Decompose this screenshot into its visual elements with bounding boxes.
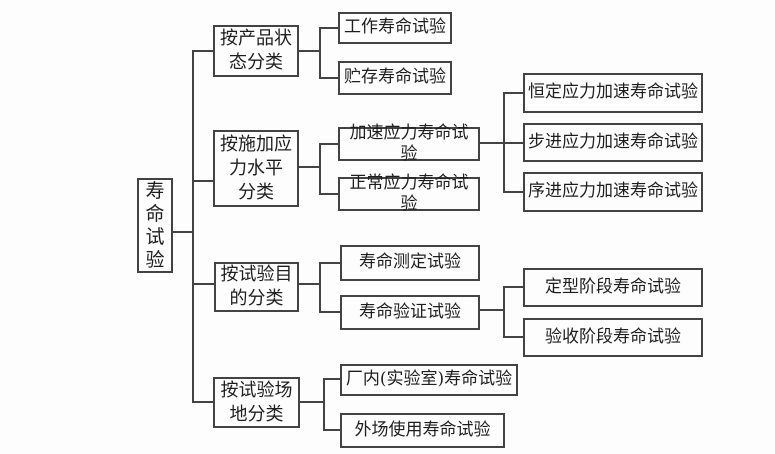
connector-line bbox=[320, 77, 338, 79]
connector-line bbox=[320, 143, 338, 145]
connector-line bbox=[324, 429, 340, 431]
connector-line bbox=[299, 166, 320, 168]
node-design-finalization-stage-test: 定型阶段寿命试验 bbox=[523, 268, 703, 307]
node-accelerated-stress-test: 加速应力寿命试验 bbox=[338, 123, 480, 164]
connector-line bbox=[299, 50, 320, 52]
connector-line bbox=[320, 27, 338, 29]
connector-line bbox=[503, 286, 505, 338]
connector-line bbox=[193, 180, 213, 182]
node-constant-stress-accelerated-test: 恒定应力加速寿命试验 bbox=[523, 73, 703, 113]
node-work-life-test: 工作寿命试验 bbox=[338, 12, 452, 44]
connector-line bbox=[320, 311, 340, 313]
node-root-life-test: 寿 命 试 验 bbox=[137, 178, 173, 273]
node-progressive-stress-accelerated-test: 序进应力加速寿命试验 bbox=[523, 172, 703, 212]
node-field-use-life-test: 外场使用寿命试验 bbox=[340, 413, 505, 448]
connector-line bbox=[193, 401, 213, 403]
connector-line bbox=[324, 378, 340, 380]
connector-line bbox=[319, 143, 321, 195]
node-storage-life-test: 贮存寿命试验 bbox=[338, 61, 452, 95]
connector-line bbox=[320, 193, 338, 195]
connector-line bbox=[504, 142, 523, 144]
connector-line bbox=[173, 231, 193, 233]
node-by-product-state: 按产品状 态分类 bbox=[213, 25, 299, 77]
connector-line bbox=[300, 401, 324, 403]
connector-line bbox=[480, 142, 504, 144]
node-normal-stress-test: 正常应力寿命试验 bbox=[338, 173, 480, 214]
connector-line bbox=[193, 283, 214, 285]
node-life-measurement-test: 寿命测定试验 bbox=[340, 245, 480, 281]
node-step-stress-accelerated-test: 步进应力加速寿命试验 bbox=[523, 123, 703, 162]
node-by-test-purpose: 按试验目 的分类 bbox=[214, 262, 299, 312]
node-by-stress-level: 按施加应 力水平 分类 bbox=[213, 130, 299, 207]
connector-line bbox=[504, 191, 523, 193]
connector-line bbox=[504, 336, 523, 338]
node-by-test-site: 按试验场 地分类 bbox=[213, 377, 300, 428]
connector-line bbox=[193, 50, 213, 52]
connector-line bbox=[480, 309, 504, 311]
connector-line bbox=[320, 262, 340, 264]
node-factory-lab-life-test: 厂内(实验室)寿命试验 bbox=[340, 364, 518, 396]
connector-line bbox=[504, 286, 523, 288]
connector-line bbox=[319, 27, 321, 79]
connector-line bbox=[192, 50, 194, 403]
connector-line bbox=[504, 92, 523, 94]
node-acceptance-stage-test: 验收阶段寿命试验 bbox=[523, 318, 703, 357]
connector-line bbox=[319, 262, 321, 313]
node-life-verification-test: 寿命验证试验 bbox=[340, 295, 480, 330]
connector-line bbox=[323, 378, 325, 431]
connector-line bbox=[299, 283, 320, 285]
